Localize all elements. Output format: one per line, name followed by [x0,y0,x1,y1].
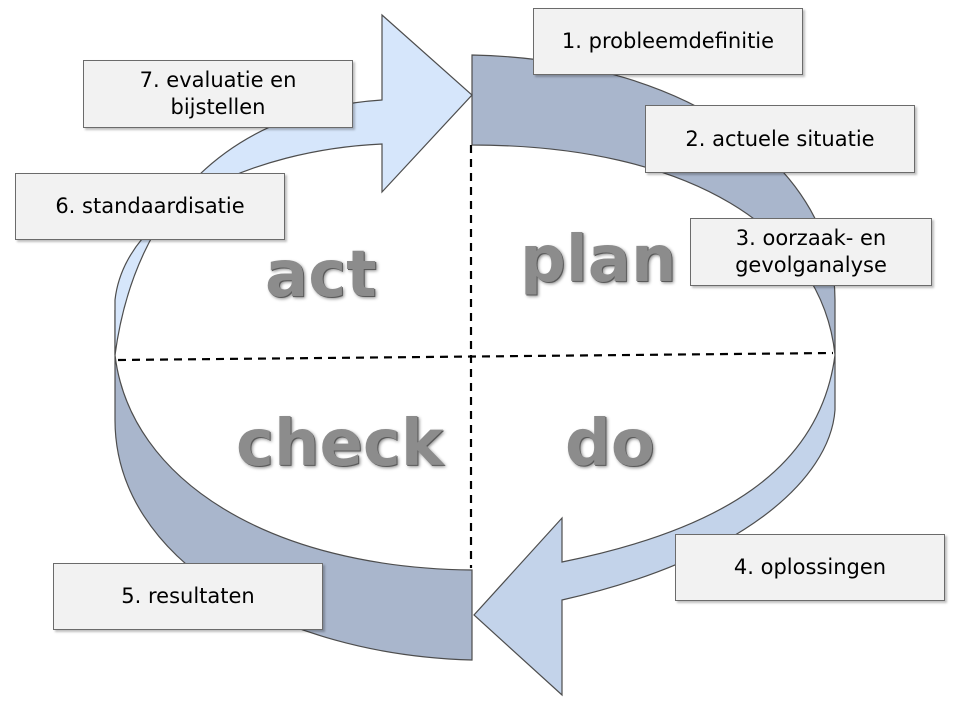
step-box-6-standaardisatie: 6. standaardisatie [15,173,285,240]
divider-horizontal [117,351,834,362]
band-plan [471,54,836,356]
step-box-4-oplossingen: 4. oplossingen [675,534,945,601]
phase-label-do: do [565,407,655,481]
step-box-1-probleemdefinitie: 1. probleemdefinitie [533,8,803,75]
step-label-1: 1. probleemdefinitie [561,29,775,53]
step-label-7: 7. evaluatie en bijstellen [139,68,297,119]
phase-label-act: act [265,238,377,312]
step-box-2-actuele-situatie: 2. actuele situatie [645,105,915,173]
step-box-3-oorzaak-en-gevolganalyse: 3. oorzaak- en gevolganalyse [690,218,932,286]
arrow-do [473,354,836,697]
phase-label-plan: plan [520,223,677,297]
step-label-4: 4. oplossingen [733,555,887,579]
step-box-5-resultaten: 5. resultaten [53,563,323,630]
step-label-3: 3. oorzaak- en gevolganalyse [735,226,887,277]
step-label-5: 5. resultaten [121,584,255,608]
step-label-6: 6. standaardisatie [55,194,245,218]
step-box-7-evaluatie-en-bijstellen: 7. evaluatie en bijstellen [83,60,353,128]
step-label-2: 2. actuele situatie [685,126,875,151]
phase-label-check: check [236,407,444,481]
